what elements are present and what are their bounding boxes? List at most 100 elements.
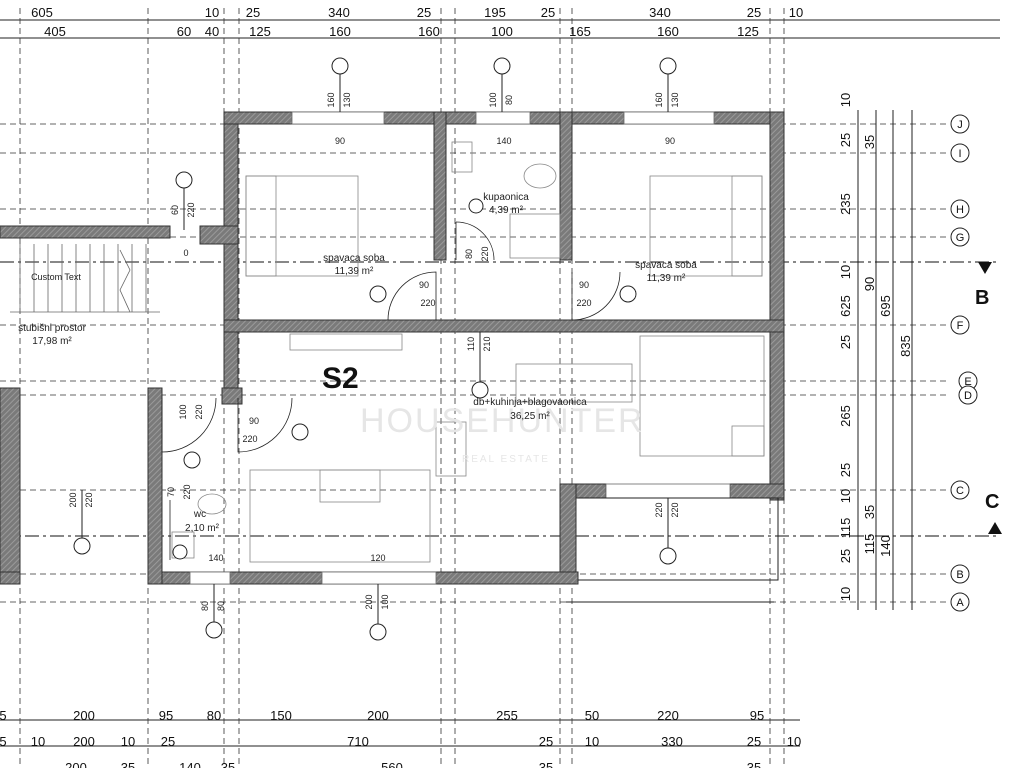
svg-text:160: 160 [418, 24, 440, 39]
grid-axis-bubbles [950, 114, 978, 612]
right-dimensions-col3: 695 140 [878, 295, 893, 557]
svg-text:25: 25 [838, 335, 853, 349]
svg-text:125: 125 [737, 24, 759, 39]
room-area-stairwell: 17,98 m² [32, 336, 72, 347]
svg-text:100: 100 [491, 24, 513, 39]
toilet [523, 163, 557, 189]
room-name-stairwell: stubišni prostor [18, 323, 86, 334]
svg-text:560: 560 [381, 760, 403, 768]
svg-text:80: 80 [200, 601, 210, 611]
room-area-bedroom-left: 11,39 m² [335, 266, 374, 277]
svg-text:90: 90 [419, 280, 429, 290]
sink [451, 141, 473, 173]
svg-text:10: 10 [838, 587, 853, 601]
svg-text:80: 80 [464, 249, 474, 259]
svg-text:70: 70 [166, 487, 176, 497]
axis-label-a: A [956, 597, 964, 609]
svg-text:10: 10 [838, 489, 853, 503]
svg-text:125: 125 [249, 24, 271, 39]
right-dimensions-col2: 35 90 35 115 [862, 135, 877, 555]
right-dimensions-col1: 10 25 235 10 625 25 265 25 10 115 25 10 [838, 93, 853, 601]
svg-text:160: 160 [654, 92, 664, 107]
svg-text:220: 220 [654, 502, 664, 517]
svg-text:220: 220 [186, 202, 196, 217]
svg-text:110: 110 [466, 337, 476, 351]
svg-text:710: 710 [347, 734, 369, 749]
svg-text:220: 220 [576, 298, 591, 308]
svg-text:200: 200 [68, 492, 78, 507]
svg-text:220: 220 [480, 246, 490, 261]
svg-text:220: 220 [182, 484, 192, 499]
section-c-arrow-icon [988, 522, 1002, 534]
svg-text:100: 100 [488, 92, 498, 107]
horizontal-grid-lines [0, 123, 948, 603]
svg-text:10: 10 [205, 5, 219, 20]
bottom-dimensions-row2: 5 10 200 10 25 710 25 10 330 25 10 [0, 734, 801, 749]
svg-text:80: 80 [504, 95, 514, 105]
svg-text:35: 35 [747, 760, 761, 768]
section-lines [0, 261, 1000, 537]
svg-text:60: 60 [177, 24, 191, 39]
svg-text:35: 35 [862, 505, 877, 519]
svg-text:40: 40 [205, 24, 219, 39]
svg-text:35: 35 [221, 760, 235, 768]
axis-label-b: B [956, 569, 963, 581]
axis-label-i: I [958, 148, 961, 160]
svg-text:255: 255 [496, 708, 518, 723]
door-swings [161, 221, 621, 560]
section-markers: B C [975, 262, 1002, 534]
svg-text:115: 115 [862, 534, 877, 555]
svg-text:220: 220 [670, 502, 680, 517]
room-name-living-kitchen: db+kuhinja+blagovaonica [473, 397, 587, 408]
svg-text:220: 220 [194, 404, 204, 419]
svg-text:140: 140 [878, 535, 893, 557]
wall-width-labels: 90 140 90 120 140 0 [183, 136, 675, 563]
svg-text:835: 835 [898, 335, 913, 357]
svg-text:0: 0 [183, 248, 188, 258]
svg-text:80: 80 [216, 601, 226, 611]
axis-label-j: J [957, 119, 963, 131]
svg-text:100: 100 [178, 404, 188, 419]
axis-label-f: F [957, 320, 964, 332]
svg-text:50: 50 [585, 708, 599, 723]
svg-text:35: 35 [539, 760, 553, 768]
axis-label-c: C [956, 485, 964, 497]
svg-text:160: 160 [329, 24, 351, 39]
svg-text:25: 25 [539, 734, 553, 749]
svg-text:25: 25 [246, 5, 260, 20]
svg-text:10: 10 [121, 734, 135, 749]
shower [509, 213, 561, 259]
svg-text:10: 10 [838, 265, 853, 279]
svg-text:80: 80 [207, 708, 221, 723]
svg-text:150: 150 [270, 708, 292, 723]
room-area-bathroom: 4,39 m² [489, 205, 524, 216]
svg-text:220: 220 [657, 708, 679, 723]
svg-text:165: 165 [569, 24, 591, 39]
svg-text:220: 220 [242, 434, 257, 444]
opening-labels: 160 130 100 80 160 130 60 220 80 220 110… [68, 92, 680, 611]
svg-text:90: 90 [249, 416, 259, 426]
section-b-label: B [975, 287, 989, 309]
room-name-bathroom: kupaonica [483, 192, 529, 203]
svg-text:130: 130 [670, 92, 680, 107]
svg-text:90: 90 [665, 136, 675, 146]
tv-unit [289, 333, 403, 351]
right-dimension-lines [857, 110, 913, 610]
svg-text:60: 60 [170, 205, 180, 215]
watermark-main: HOUSEHUNTER [360, 402, 645, 440]
stair-custom-text: Custom Text [31, 272, 81, 282]
svg-text:10: 10 [585, 734, 599, 749]
room-name-bedroom-left: spavaca soba [323, 253, 385, 264]
svg-text:340: 340 [649, 5, 671, 20]
svg-text:130: 130 [342, 92, 352, 107]
svg-text:100: 100 [380, 594, 390, 609]
svg-text:200: 200 [65, 760, 87, 768]
right-dimensions-col4: 835 [898, 335, 913, 357]
svg-text:25: 25 [417, 5, 431, 20]
svg-text:200: 200 [73, 708, 95, 723]
dining-table [515, 363, 633, 403]
svg-text:160: 160 [657, 24, 679, 39]
bottom-dimensions-row3: 200 35 140 35 560 35 35 [65, 760, 761, 768]
watermark-sub: REAL ESTATE [462, 454, 550, 465]
